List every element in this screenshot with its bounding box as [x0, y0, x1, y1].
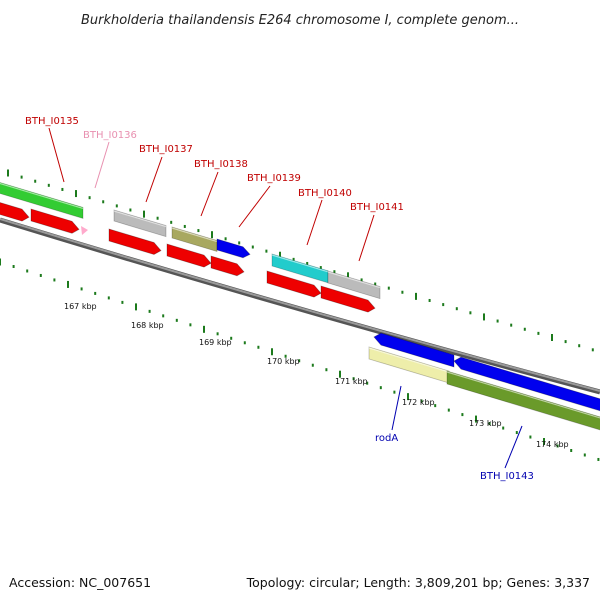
gene-bth-i0143-shine	[446, 371, 600, 419]
gene-bth-i0138	[171, 226, 218, 253]
accession-text: Accession: NC_007651	[9, 575, 151, 590]
gene-bth-i0137	[113, 209, 167, 238]
leader-line	[238, 185, 271, 228]
chromosome-backbone-highlight	[0, 218, 600, 392]
gene-label-bth-i0143[interactable]: BTH_I0143	[480, 471, 534, 482]
map-title: Burkholderia thailandensis E264 chromoso…	[81, 13, 519, 28]
topology-text: Topology: circular; Length: 3,809,201 bp…	[246, 575, 590, 590]
gene-bth-i0141	[327, 270, 381, 300]
gene-bth-i0135	[0, 182, 84, 219]
gene-blue	[453, 356, 600, 412]
gene-bth-i0137-shine	[113, 210, 167, 228]
gene-label-bth-i0140[interactable]: BTH_I0140	[298, 188, 352, 199]
gene-bth-i0143	[446, 370, 600, 431]
leader-line	[94, 141, 110, 189]
leader-line	[48, 127, 65, 183]
scale-label: 174 kbp	[536, 440, 569, 449]
scale-label: 167 kbp	[64, 302, 97, 311]
cds-arrow	[0, 202, 30, 222]
gene-bth-i0136	[81, 226, 88, 235]
gene-label-bth-i0135[interactable]: BTH_I0135	[25, 116, 79, 127]
leader-line	[391, 385, 402, 431]
scale-label: 171 kbp	[335, 377, 368, 386]
leader-line	[504, 425, 523, 469]
gene-label-bth-i0139[interactable]: BTH_I0139	[247, 173, 301, 184]
scale-label: 169 kbp	[199, 338, 232, 347]
gene-features	[0, 182, 600, 431]
gene-bth-i0141-shine	[327, 271, 381, 289]
leader-line	[145, 156, 163, 203]
gene-label-roda[interactable]: rodA	[375, 433, 398, 444]
leader-line	[306, 199, 323, 246]
label-leaders	[48, 127, 523, 469]
gene-roda-shine	[368, 347, 450, 373]
cds-arrow	[30, 208, 80, 234]
cds-arrow	[166, 243, 212, 268]
scale-label: 170 kbp	[267, 357, 300, 366]
scale-tick-row	[0, 258, 600, 461]
scale-label: 168 kbp	[131, 321, 164, 330]
scale-label: 173 kbp	[469, 419, 502, 428]
gene-bth-i0138-shine	[171, 227, 218, 243]
cds-arrow	[320, 285, 376, 313]
gene-bth-i0140-shine	[271, 254, 329, 273]
cds-arrow	[108, 228, 162, 255]
leader-line	[358, 214, 375, 262]
gene-label-bth-i0141[interactable]: BTH_I0141	[350, 202, 404, 213]
gene-label-bth-i0136[interactable]: BTH_I0136	[83, 130, 137, 141]
gene-bth-i0139	[216, 238, 251, 259]
leader-line	[200, 171, 219, 217]
gene-label-bth-i0137[interactable]: BTH_I0137	[139, 144, 193, 155]
cds-arrow	[210, 255, 245, 277]
scale-label: 172 kbp	[402, 398, 435, 407]
outer-tick-row	[7, 169, 594, 352]
cds-arrow	[266, 270, 322, 298]
gene-label-bth-i0138[interactable]: BTH_I0138	[194, 159, 248, 170]
gene-bth-i0135-shine	[0, 182, 84, 209]
